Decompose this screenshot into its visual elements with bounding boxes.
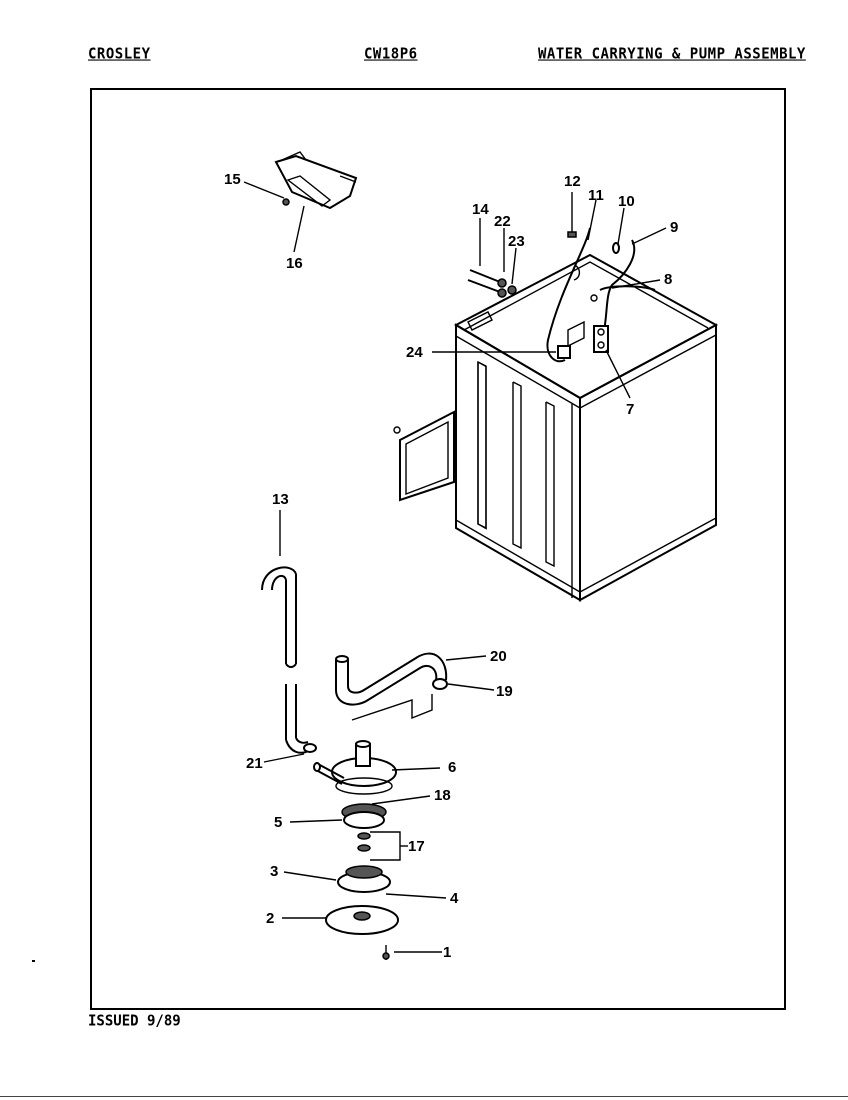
- callout-18: 18: [434, 787, 451, 804]
- issued-date: ISSUED 9/89: [88, 1012, 181, 1030]
- callout-3: 3: [270, 863, 278, 880]
- leader-lines: [243, 181, 667, 953]
- cabinet-drawing: [393, 227, 719, 602]
- callout-22: 22: [494, 213, 511, 230]
- callout-23: 23: [508, 233, 525, 250]
- callout-15: 15: [224, 171, 241, 188]
- callout-13: 13: [272, 491, 289, 508]
- callout-labels: 1 2 3 4 5 6 7 8 9 10 11 12 13 14 15 16 1…: [224, 171, 678, 961]
- brand-label: CROSLEY: [88, 45, 151, 63]
- callout-21: 21: [246, 755, 263, 772]
- callout-19: 19: [496, 683, 513, 700]
- callout-9: 9: [670, 219, 678, 236]
- callout-6: 6: [448, 759, 456, 776]
- callout-10: 10: [618, 193, 635, 210]
- callout-17: 17: [408, 838, 425, 855]
- callout-16: 16: [286, 255, 303, 272]
- callout-8: 8: [664, 271, 672, 288]
- callout-20: 20: [490, 648, 507, 665]
- callout-24: 24: [406, 344, 423, 361]
- callout-14: 14: [472, 201, 489, 218]
- diagram-frame: [90, 88, 786, 1010]
- callout-12: 12: [564, 173, 581, 190]
- callout-1: 1: [443, 944, 451, 961]
- bottom-rule: [0, 1096, 848, 1097]
- model-number: CW18P6: [364, 45, 418, 63]
- callout-11: 11: [588, 187, 604, 204]
- bracket-drawing: [274, 151, 358, 210]
- hose-20-drawing: [335, 652, 448, 721]
- pump-assembly-drawing: [313, 740, 399, 960]
- callout-5: 5: [274, 814, 282, 831]
- callout-7: 7: [626, 401, 634, 418]
- callout-2: 2: [266, 910, 274, 927]
- stray-mark: [32, 960, 35, 962]
- section-title: WATER CARRYING & PUMP ASSEMBLY: [538, 45, 806, 63]
- hose-13-drawing: [261, 566, 317, 754]
- callout-4: 4: [450, 890, 459, 907]
